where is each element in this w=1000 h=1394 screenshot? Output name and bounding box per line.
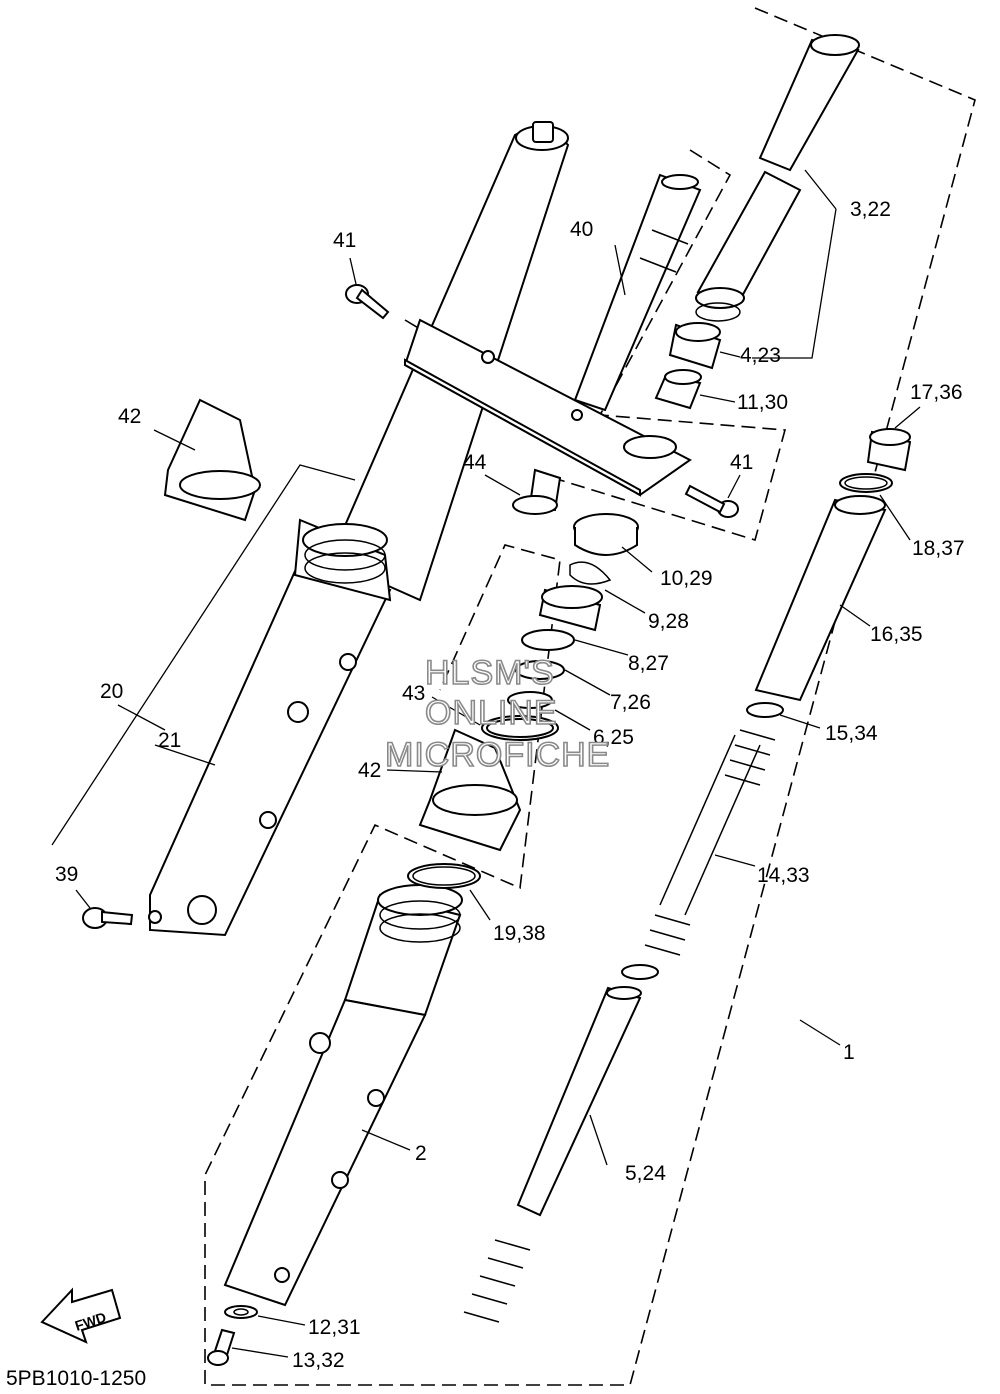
callout-6-25: 6,25: [593, 726, 634, 749]
fork-bracket: [403, 173, 702, 497]
bolt-13-32: [207, 1328, 236, 1366]
callout-44: 44: [463, 451, 487, 474]
lower-slider: [223, 863, 481, 1307]
callout-18-37: 18,37: [912, 537, 965, 560]
callout-10-29: 10,29: [660, 567, 713, 590]
assembly-boundary-1: [204, 7, 976, 1386]
damper-parts: [463, 428, 912, 1323]
callout-20: 20: [100, 680, 123, 703]
callout-41-right: 41: [730, 451, 753, 474]
callout-40: 40: [570, 218, 593, 241]
callout-labels: 41 40 3,22 4,23 11,30 17,36 42 44 41 18,…: [55, 198, 965, 1372]
boot-upper: [163, 398, 261, 522]
callout-5-24: 5,24: [625, 1162, 666, 1185]
leader-lines: [51, 169, 921, 1358]
callout-21: 21: [158, 729, 181, 752]
svg-text:ONLINE: ONLINE: [425, 694, 558, 732]
callout-12-31: 12,31: [308, 1316, 361, 1339]
assembly-boundary-upper: [559, 149, 787, 542]
callout-43: 43: [402, 682, 425, 705]
callout-16-35: 16,35: [870, 623, 923, 646]
callout-9-28: 9,28: [648, 610, 689, 633]
callout-7-26: 7,26: [610, 691, 651, 714]
bolt-41-lower: [684, 484, 739, 518]
callout-19-38: 19,38: [493, 922, 546, 945]
bolt-39: [82, 907, 134, 929]
washer-12-31: [224, 1305, 258, 1319]
callout-42-mid: 42: [358, 759, 381, 782]
callout-11-30: 11,30: [737, 391, 788, 414]
callout-42-top: 42: [118, 405, 141, 428]
callout-13-32: 13,32: [292, 1349, 345, 1372]
callout-2: 2: [415, 1142, 427, 1165]
callout-8-27: 8,27: [628, 652, 669, 675]
callout-17-36: 17,36: [910, 381, 963, 404]
callout-4-23: 4,23: [740, 344, 781, 367]
callout-3-22: 3,22: [850, 198, 891, 221]
callout-1: 1: [843, 1041, 855, 1064]
callout-41-top: 41: [333, 229, 356, 252]
callout-15-34: 15,34: [825, 722, 878, 745]
svg-text:MICROFICHE: MICROFICHE: [385, 736, 610, 774]
watermark: HLSM'S ONLINE MICROFICHE: [384, 653, 610, 775]
bolt-41-upper: [345, 284, 390, 320]
diagram-code: 5PB1010-1250: [6, 1367, 146, 1390]
fwd-arrow-icon: FWD: [40, 1287, 122, 1344]
upper-pipe: [654, 34, 860, 410]
seal-stack: [481, 468, 639, 741]
callout-14-33: 14,33: [757, 864, 810, 887]
svg-text:HLSM'S: HLSM'S: [425, 654, 555, 692]
callout-39: 39: [55, 863, 78, 886]
boot-lower: [418, 728, 522, 852]
